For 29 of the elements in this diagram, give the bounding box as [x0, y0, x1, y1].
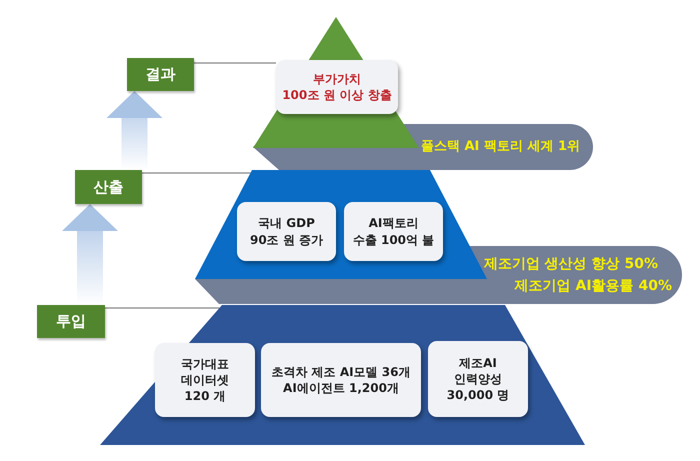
- card-text: 국가대표 데이터셋: [180, 356, 230, 388]
- connector-line: [194, 62, 276, 64]
- connector-line: [105, 307, 220, 309]
- text-card: [428, 341, 528, 417]
- card-text: 국내 GDP: [258, 215, 315, 232]
- card-text: 부가가치: [313, 70, 361, 87]
- text-card: [261, 343, 421, 417]
- pyramid-tier: [100, 305, 585, 445]
- stage-tag: 투입: [37, 305, 105, 338]
- text-card: [237, 202, 336, 261]
- text-card: [344, 202, 443, 261]
- card-text: 90조 원 증가: [250, 232, 324, 248]
- stage-tag: 결과: [127, 58, 194, 91]
- stage-tag: 산출: [75, 170, 142, 204]
- card-text: 100조 원 이상 창출: [282, 87, 392, 104]
- banner-text: 제조기업 AI활용률 40%: [514, 277, 672, 296]
- card-text: 30,000 명: [446, 387, 510, 404]
- card-text: 120 개: [184, 388, 226, 404]
- card-text: 초격차 제조 AI모델 36개: [272, 364, 410, 380]
- banner-text: 제조기업 생산성 향상 50%: [484, 255, 658, 274]
- card-text: AI에이전트 1,200개: [283, 380, 399, 396]
- card-text: 제조AI 인력양성: [453, 354, 503, 388]
- connector-line: [142, 172, 250, 174]
- card-text: 수출 100억 불: [352, 232, 434, 248]
- pyramid-tier: [253, 17, 419, 148]
- text-card: [276, 60, 398, 114]
- text-card: [155, 343, 255, 417]
- banner-text: 풀스택 AI 팩토리 세계 1위: [420, 138, 580, 156]
- card-text: AI팩토리: [368, 215, 418, 232]
